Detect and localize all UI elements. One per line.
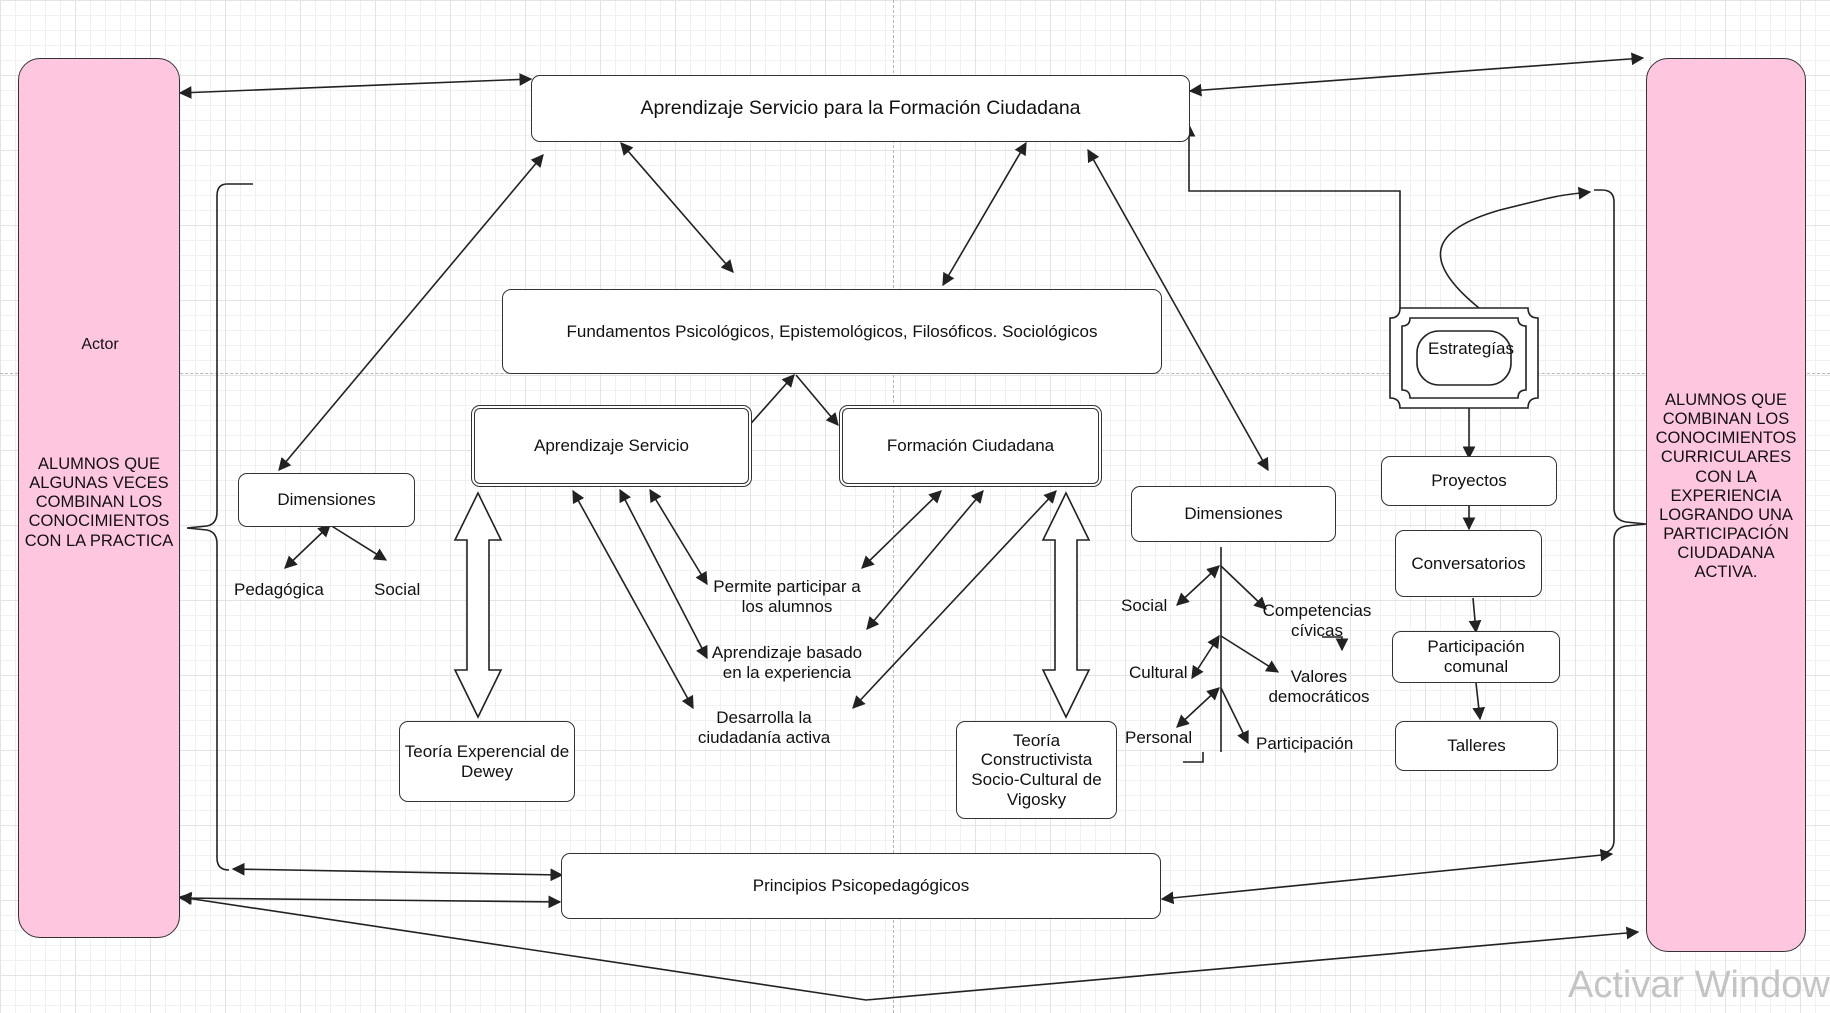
arrow-bottom-panels [178,892,1640,1001]
left-brace [186,183,253,871]
arrow-principios-to-right-bracket [1160,848,1614,905]
arrow-left-panel-to-title [178,73,533,99]
principios-box: Principios Psicopedagógicos [561,853,1161,919]
vigosky-box: Teoría Constructivista Socio-Cultural de… [956,721,1117,819]
arrow-fundamentos-to-fc [795,374,839,426]
arrow-dim-pedagogica [284,524,331,569]
block-arrow-fc-vigosky [1041,491,1091,719]
dimensiones-left-box: Dimensiones [238,473,415,527]
dim-right-foot [1183,752,1204,763]
label-permite-participar: Permite participar a los alumnos [713,577,861,616]
arrow-bracket-to-principios [231,862,564,882]
label-social-right: Social [1121,596,1168,615]
talleres-box: Talleres [1395,721,1558,771]
arrow-as-desarrolla [572,489,694,710]
arrow-fc-aprendizaje [866,490,984,630]
arrow-dim-social [329,524,388,561]
arrow-title-to-fundamentos-2 [942,141,1027,287]
right-brace [1594,189,1647,854]
arrow-participacion-talleres [1472,682,1486,721]
arrow-left-panel-to-principios [178,891,562,909]
arrow-conversatorios-participacion [1468,597,1482,634]
conversatorios-box: Conversatorios [1395,530,1542,597]
arrow-title-to-dimensiones-left [278,154,544,471]
formacion-ciudadana-box: Formación Ciudadana [839,405,1102,487]
aprendizaje-servicio-box: Aprendizaje Servicio [471,405,752,487]
main-title-box: Aprendizaje Servicio para la Formación C… [531,75,1190,142]
left-panel-text: ALUMNOS QUE ALGUNAS VECES COMBINAN LOS C… [24,455,174,550]
competencias-hook [1322,636,1349,652]
dewey-box: Teoría Experencial de Dewey [399,721,575,802]
arrow-title-to-dimensiones-right [1087,148,1269,472]
activation-watermark: Activar Window [1568,964,1830,1006]
arrow-dim-cultural [1191,634,1220,680]
left-actor-panel [18,58,180,938]
label-valores: Valores democráticos [1268,667,1370,706]
block-arrow-as-dewey [453,491,503,719]
participacion-comunal-box: Participación comunal [1392,631,1560,683]
estrategias-plaque-shape [1389,307,1539,409]
label-participacion: Participación [1256,734,1354,753]
proyectos-box: Proyectos [1381,456,1557,506]
arrow-dim-competencias [1220,565,1267,610]
arrow-fc-desarrolla [852,490,1057,709]
label-pedagogica: Pedagógica [234,580,324,599]
dimensiones-right-box: Dimensiones [1131,486,1336,542]
estrategias-label: Estrategías [1428,339,1514,358]
arrow-dim-personal [1176,687,1220,728]
arrow-as-aprendizaje [619,488,708,660]
arrow-dim-social-right [1176,565,1220,606]
arrow-dim-participacion [1220,687,1249,745]
arrow-dim-valores [1220,635,1280,673]
fundamentos-box: Fundamentos Psicológicos, Epistemológico… [502,289,1162,374]
label-social-left: Social [374,580,421,599]
arrow-estrategias-to-title [1182,123,1401,308]
actor-label: Actor [81,336,119,353]
curve-estrategias-to-right-bracket [1439,186,1592,309]
label-competencias: Competencias cívicas [1262,601,1372,640]
label-cultural: Cultural [1129,663,1188,682]
label-personal: Personal [1125,728,1193,747]
label-desarrolla: Desarrolla la ciudadanía activa [697,708,831,747]
arrow-as-permite [649,488,708,586]
arrow-title-to-right-panel [1188,52,1645,97]
arrow-title-to-fundamentos [620,142,734,273]
right-panel [1646,58,1806,952]
label-aprendizaje-basado: Aprendizaje basado en la experiencia [711,643,863,682]
right-panel-text: ALUMNOS QUE COMBINAN LOS CONOCIMIENTOS C… [1655,391,1797,582]
arrow-fc-permite [861,490,942,569]
